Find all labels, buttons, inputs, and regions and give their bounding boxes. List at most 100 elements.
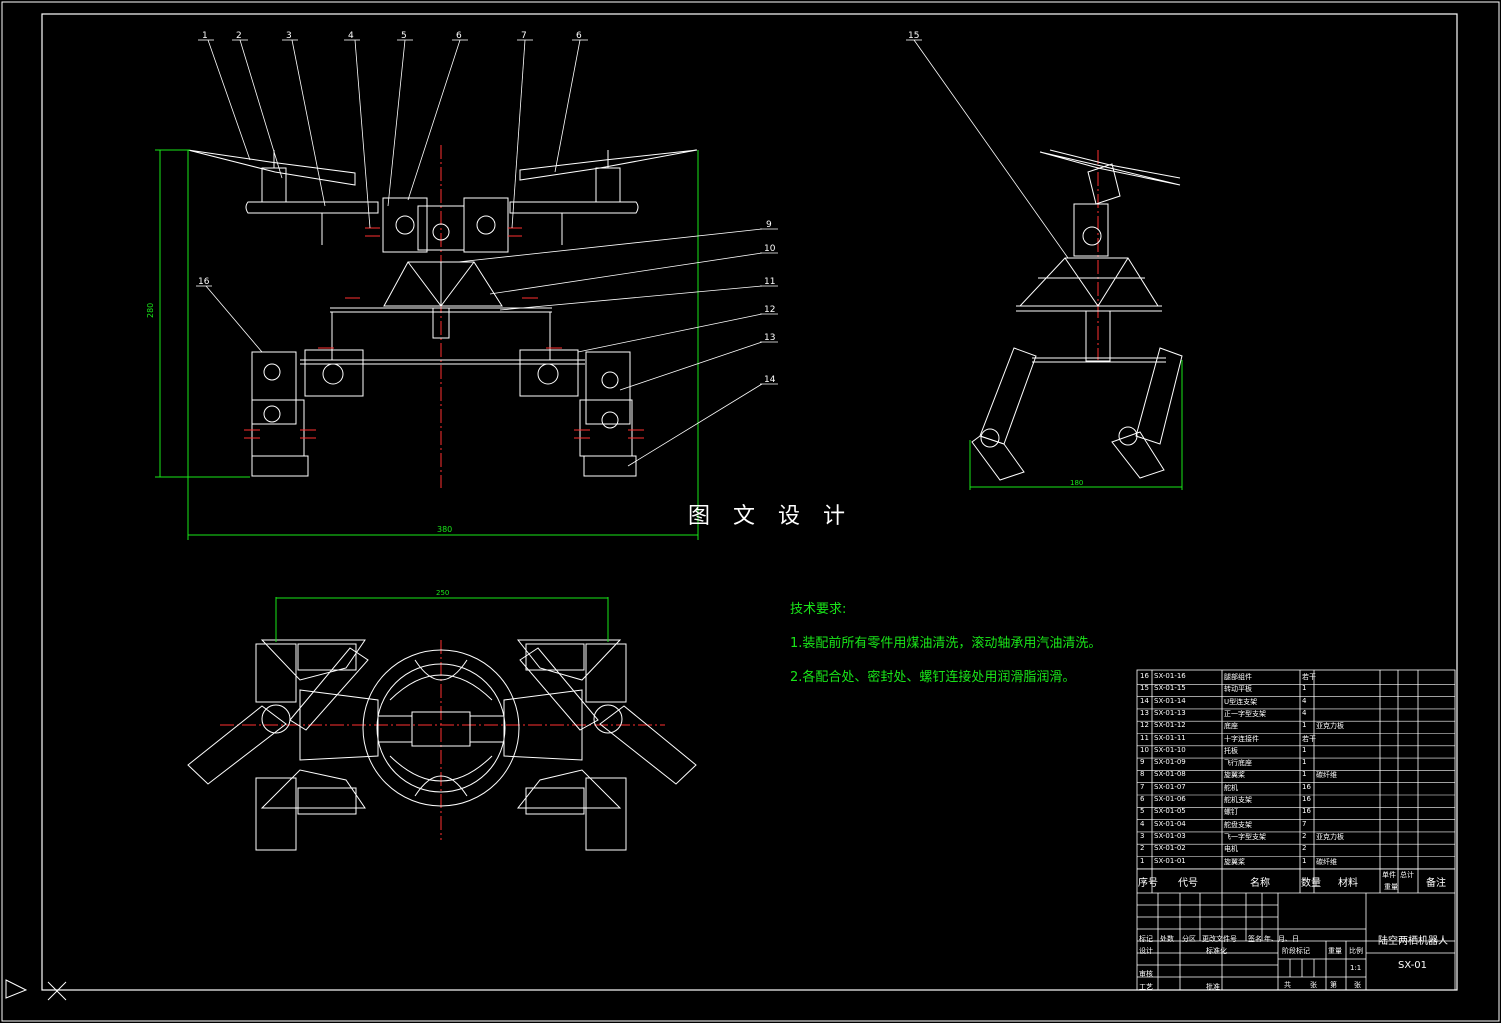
titleblock-label: 标准化 [1206, 947, 1227, 955]
titleblock-label: 批准 [1206, 983, 1220, 991]
bom-cell-qty: 1 [1302, 770, 1307, 779]
bom-cell-qty: 16 [1302, 782, 1311, 791]
bom-header-code: 代号 [1178, 878, 1198, 889]
bom-cell-code: SX-01-05 [1154, 807, 1186, 816]
bom-cell-qty: 4 [1302, 696, 1307, 705]
dim-front-width: 380 [437, 525, 452, 534]
titleblock-label: 工艺 [1139, 983, 1153, 991]
bom-cell-name: 旋翼桨 [1224, 857, 1245, 866]
bom-cell-name: 正一字型支架 [1224, 709, 1266, 718]
titleblock-label: 分区 [1182, 935, 1196, 943]
svg-text:15: 15 [908, 31, 919, 41]
bom-cell-qty: 4 [1302, 708, 1307, 717]
bom-cell-no: 6 [1140, 795, 1145, 803]
bom-cell-no: 7 [1140, 782, 1145, 791]
titleblock-label: 张 [1310, 981, 1317, 989]
tech-title: 技术要求: [790, 602, 847, 617]
svg-text:9: 9 [766, 220, 772, 230]
bom-cell-qty: 若干 [1302, 734, 1316, 743]
bom-cell-name: 托板 [1224, 746, 1238, 755]
bom-header-qty: 数量 [1301, 878, 1321, 889]
titleblock-label: 设计 [1139, 947, 1153, 955]
bom-cell-code: SX-01-04 [1154, 819, 1186, 828]
bom-cell-code: SX-01-11 [1154, 733, 1186, 742]
svg-text:3: 3 [286, 31, 292, 41]
bom-cell-qty: 7 [1302, 819, 1307, 828]
bom-cell-code: SX-01-07 [1154, 782, 1186, 791]
bom-header-weight: 重量 [1384, 883, 1398, 891]
titleblock-label: 签名 [1248, 935, 1262, 943]
titleblock-label: 审核 [1139, 970, 1153, 978]
bom-cell-no: 8 [1140, 770, 1145, 779]
bom-cell-code: SX-01-06 [1154, 795, 1186, 803]
titleblock-label: 共 [1284, 981, 1291, 989]
titleblock-label: 第 [1330, 981, 1337, 989]
titleblock-label: 重量 [1328, 947, 1342, 955]
bom-cell-qty: 16 [1302, 795, 1311, 803]
bom-header-total-weight: 总计 [1400, 871, 1414, 879]
dim-side-width: 180 [1070, 479, 1083, 487]
svg-text:16: 16 [198, 277, 210, 287]
svg-text:6: 6 [576, 31, 582, 41]
bom-table-grid [1136, 669, 1456, 991]
top-view [187, 597, 697, 851]
bom-cell-name: 旋翼桨 [1224, 771, 1245, 780]
bom-cell-name: 飞一字型支架 [1224, 832, 1266, 841]
bom-header-unit-weight: 单件 [1382, 871, 1396, 879]
bom-cell-qty: 1 [1302, 758, 1307, 767]
bom-cell-name: 舵盘支架 [1224, 820, 1252, 829]
bom-cell-code: SX-01-02 [1154, 844, 1186, 853]
bom-cell-code: SX-01-15 [1154, 684, 1186, 693]
bom-cell-no: 15 [1140, 684, 1149, 693]
bom-cell-no: 5 [1140, 807, 1145, 816]
bom-cell-no: 14 [1140, 696, 1149, 705]
dim-front-height: 280 [146, 303, 155, 318]
bom-header-mat: 材料 [1338, 878, 1358, 889]
bom-cell-mat: 碳纤维 [1316, 771, 1337, 780]
titleblock-label: 处数 [1160, 935, 1174, 943]
svg-text:12: 12 [764, 305, 775, 315]
bom-cell-name: 舵机支架 [1224, 796, 1252, 804]
bom-cell-name: 腿部组件 [1224, 673, 1252, 681]
bom-row-lines [1137, 683, 1455, 870]
bom-cell-no: 12 [1140, 721, 1149, 730]
bom-cell-qty: 1 [1302, 856, 1307, 865]
bom-cell-qty: 1 [1302, 721, 1307, 730]
bom-cell-code: SX-01-01 [1154, 856, 1186, 865]
bom-header-no: 序号 [1138, 878, 1158, 889]
titleblock-label: 更改文件号 [1202, 935, 1237, 943]
bom-cell-mat: 碳纤维 [1316, 857, 1337, 866]
bom-cell-name: 电机 [1224, 845, 1238, 854]
callout-leaders [196, 39, 1069, 467]
bom-cell-no: 10 [1140, 745, 1149, 754]
svg-text:10: 10 [764, 244, 776, 254]
bom-cell-name: 底座 [1224, 722, 1238, 731]
drawing-code: SX-01 [1398, 960, 1428, 971]
bom-cell-code: SX-01-14 [1154, 696, 1186, 705]
titleblock-label: 张 [1354, 981, 1361, 989]
bom-cell-code: SX-01-13 [1154, 708, 1186, 717]
svg-text:6: 6 [456, 31, 462, 41]
svg-text:2: 2 [236, 31, 242, 41]
bom-cell-name: 转动平板 [1224, 685, 1252, 694]
svg-text:13: 13 [764, 333, 775, 343]
svg-text:7: 7 [521, 31, 527, 41]
titleblock-label: 标记 [1139, 935, 1153, 943]
ucs-icon [5, 979, 67, 1001]
drawing-scale: 1:1 [1350, 964, 1362, 972]
svg-text:11: 11 [764, 277, 775, 287]
front-dimensions [155, 149, 699, 540]
callout-numbers: 1 2 3 4 5 6 7 6 9 10 11 12 13 14 15 16 [198, 31, 919, 385]
titleblock-label: 年、月、日 [1264, 935, 1299, 943]
svg-text:1: 1 [202, 31, 208, 41]
bom-cell-no: 2 [1140, 844, 1145, 853]
tech-line-2: 2.各配合处、密封处、螺钉连接处用润滑脂润滑。 [790, 670, 1076, 685]
bom-cell-qty: 16 [1302, 807, 1311, 816]
front-view [187, 145, 698, 488]
bom-cell-code: SX-01-16 [1154, 672, 1186, 680]
drawing-name: 陆空两栖机器人 [1378, 936, 1448, 947]
bom-cell-qty: 1 [1302, 745, 1307, 754]
bom-cell-no: 16 [1140, 672, 1149, 680]
bom-cell-name: 十字连接件 [1224, 734, 1259, 743]
bom-cell-code: SX-01-03 [1154, 831, 1186, 840]
